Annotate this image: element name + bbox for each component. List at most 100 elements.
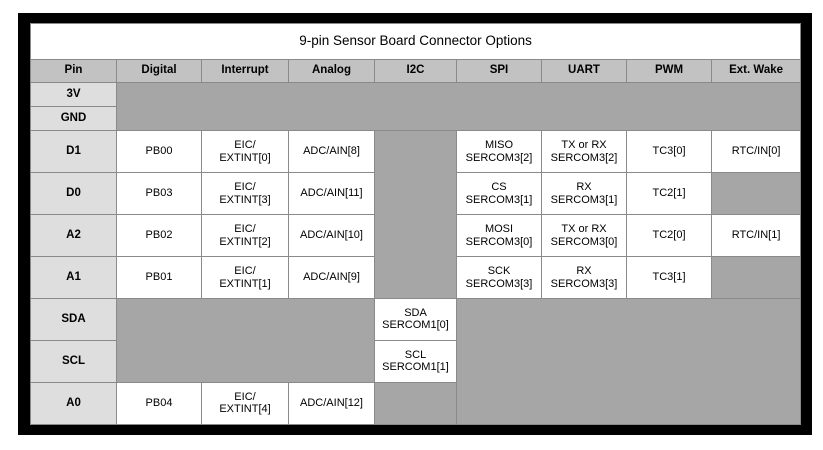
interrupt-cell: EIC/ EXTINT[3] — [201, 172, 289, 216]
empty-cell-i2c-block — [374, 130, 457, 299]
uart-line-2: SERCOM3[3] — [550, 277, 618, 290]
pin-name-cell: A0 — [30, 381, 117, 426]
uart-line-2: SERCOM3[1] — [550, 193, 618, 206]
table-row: A2 PB02 EIC/ EXTINT[2] ADC/AIN[10] MOSI … — [30, 214, 802, 258]
analog-cell: ADC/AIN[10] — [288, 214, 375, 258]
spi-line-1: MOSI — [484, 222, 514, 235]
column-header-analog: Analog — [288, 58, 375, 83]
spi-cell: MOSI SERCOM3[0] — [456, 214, 542, 258]
digital-cell: PB02 — [116, 214, 202, 258]
interrupt-line-1: EIC/ — [234, 180, 256, 193]
ext-wake-cell: RTC/IN[1] — [710, 214, 802, 258]
uart-line-2: SERCOM3[2] — [550, 151, 618, 164]
empty-cell — [710, 172, 802, 216]
analog-cell: ADC/AIN[11] — [288, 172, 375, 216]
spi-line-2: SERCOM3[2] — [465, 151, 533, 164]
uart-line-1: RX — [576, 180, 592, 193]
digital-cell: PB04 — [116, 381, 202, 426]
empty-cell-block — [116, 298, 375, 383]
empty-cell — [710, 256, 802, 299]
ext-wake-cell: RTC/IN[0] — [710, 130, 802, 174]
table-frame-border: 9-pin Sensor Board Connector Options Pin… — [18, 13, 812, 435]
pin-name-cell: SDA — [30, 298, 117, 341]
table-header-row: Pin Digital Interrupt Analog I2C SPI UAR… — [30, 58, 802, 83]
empty-cell-block — [115, 81, 802, 132]
pwm-cell: TC3[0] — [626, 130, 712, 174]
pwm-cell: TC3[1] — [626, 256, 712, 299]
interrupt-line-1: EIC/ — [234, 222, 256, 235]
column-header-uart: UART — [541, 58, 627, 83]
i2c-line-2: SERCOM1[1] — [382, 361, 449, 374]
spi-line-1: CS — [491, 180, 507, 193]
interrupt-cell: EIC/ EXTINT[2] — [201, 214, 289, 258]
column-header-digital: Digital — [116, 58, 202, 83]
pin-name-cell: A1 — [30, 256, 117, 299]
interrupt-line-2: EXTINT[0] — [219, 151, 271, 164]
spi-cell: MISO SERCOM3[2] — [456, 130, 542, 174]
uart-cell: TX or RX SERCOM3[0] — [541, 214, 627, 258]
table-row: A0 PB04 EIC/ EXTINT[4] ADC/AIN[12] — [30, 381, 801, 426]
interrupt-line-1: EIC/ — [234, 390, 256, 403]
analog-cell: ADC/AIN[8] — [288, 130, 375, 174]
spi-cell: SCK SERCOM3[3] — [456, 256, 542, 299]
table-row: D1 PB00 EIC/ EXTINT[0] ADC/AIN[8] MISO S… — [30, 130, 802, 299]
empty-cell — [374, 381, 457, 426]
pin-name-cell: 3V — [30, 81, 117, 107]
i2c-line-1: SDA — [404, 306, 427, 319]
uart-cell: RX SERCOM3[1] — [541, 172, 627, 216]
interrupt-line-2: EXTINT[4] — [219, 403, 271, 416]
table-row: A1 PB01 EIC/ EXTINT[1] ADC/AIN[9] SCK SE… — [30, 256, 802, 299]
table-row: D0 PB03 EIC/ EXTINT[3] ADC/AIN[11] CS SE… — [30, 172, 802, 216]
analog-cell: ADC/AIN[9] — [288, 256, 375, 299]
pin-name-cell: A2 — [30, 214, 117, 258]
interrupt-line-1: EIC/ — [234, 264, 256, 277]
table-title-row: 9-pin Sensor Board Connector Options — [29, 23, 802, 60]
interrupt-line-2: EXTINT[2] — [219, 235, 271, 248]
pwm-cell: TC2[0] — [626, 214, 712, 258]
column-header-pin: Pin — [30, 58, 117, 83]
table-row: GND — [30, 105, 801, 132]
spi-line-2: SERCOM3[1] — [465, 193, 533, 206]
digital-cell: PB03 — [116, 172, 202, 216]
spi-line-2: SERCOM3[3] — [465, 277, 533, 290]
spi-line-1: SCK — [487, 264, 511, 277]
spi-line-2: SERCOM3[0] — [465, 235, 533, 248]
table-row: SCL SCL SERCOM1[1] — [30, 339, 801, 383]
interrupt-cell: EIC/ EXTINT[4] — [201, 381, 289, 426]
uart-line-1: RX — [576, 264, 592, 277]
table-row: SDA SDA SERCOM1[0] — [30, 298, 802, 425]
uart-cell: RX SERCOM3[3] — [541, 256, 627, 299]
pin-name-cell: GND — [30, 105, 117, 132]
column-header-i2c: I2C — [374, 58, 457, 83]
interrupt-line-1: EIC/ — [234, 138, 256, 151]
i2c-cell: SDA SERCOM1[0] — [374, 298, 457, 341]
column-header-spi: SPI — [456, 58, 542, 83]
digital-cell: PB01 — [116, 256, 202, 299]
column-header-interrupt: Interrupt — [201, 58, 289, 83]
spi-line-1: MISO — [484, 138, 514, 151]
pin-name-cell: D0 — [30, 172, 117, 216]
table-title: 9-pin Sensor Board Connector Options — [29, 23, 802, 60]
table-row: 3V — [30, 81, 802, 132]
i2c-line-1: SCL — [404, 348, 427, 361]
connector-options-table: 9-pin Sensor Board Connector Options Pin… — [29, 23, 802, 426]
interrupt-line-2: EXTINT[1] — [219, 277, 271, 290]
spi-cell: CS SERCOM3[1] — [456, 172, 542, 216]
uart-cell: TX or RX SERCOM3[2] — [541, 130, 627, 174]
empty-cell-block — [455, 298, 802, 425]
uart-line-2: SERCOM3[0] — [550, 235, 618, 248]
uart-line-1: TX or RX — [561, 222, 607, 235]
analog-cell: ADC/AIN[12] — [288, 381, 375, 426]
digital-cell: PB00 — [116, 130, 202, 174]
interrupt-cell: EIC/ EXTINT[0] — [201, 130, 289, 174]
column-header-pwm: PWM — [626, 58, 712, 83]
pin-name-cell: D1 — [30, 130, 117, 174]
uart-line-1: TX or RX — [561, 138, 607, 151]
pin-name-cell: SCL — [30, 339, 117, 383]
column-header-ext-wake: Ext. Wake — [710, 58, 802, 83]
pwm-cell: TC2[1] — [626, 172, 712, 216]
interrupt-line-2: EXTINT[3] — [219, 193, 271, 206]
i2c-cell: SCL SERCOM1[1] — [374, 339, 457, 383]
interrupt-cell: EIC/ EXTINT[1] — [201, 256, 289, 299]
